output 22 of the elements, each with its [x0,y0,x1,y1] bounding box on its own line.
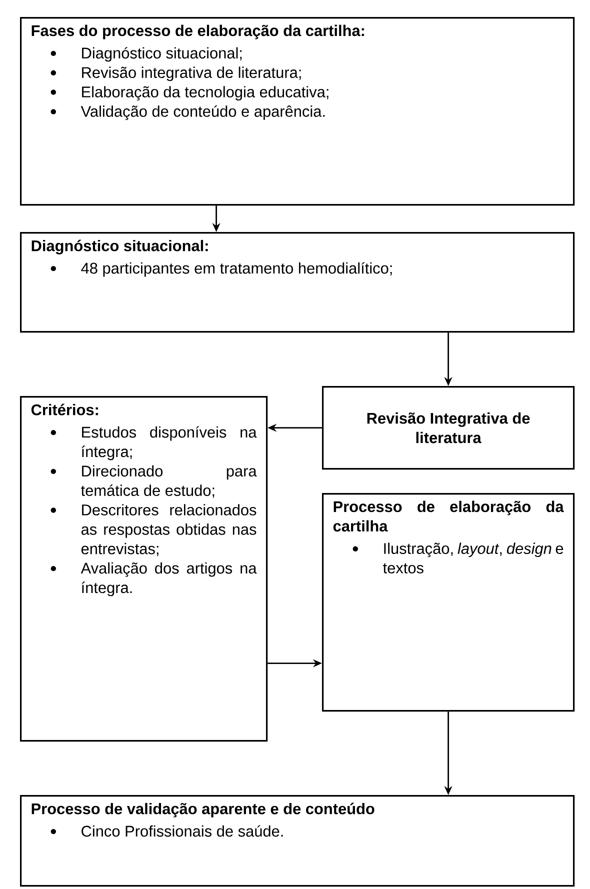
bullet-item: Diagnóstico situacional; [82,47,242,62]
box-heading: Critérios: [31,404,98,416]
bullet-item: Direcionado para temática de estudo; [81,465,257,498]
process-box [20,17,575,206]
bullet-item: 48 participantes em tratamento hemodialítico; [81,262,392,277]
bullet-item: Estudos disponíveis na íntegra; [82,426,257,460]
bullet-item: Elaboração da tecnologia educativa; [82,86,328,101]
box-heading: Revisão Integrativa de literatura [367,412,530,444]
bullet-item: Avaliação dos artigos na íntegra. [80,562,257,596]
process-box [20,232,575,333]
bullet-item: Validação de conteúdo e aparência. [80,105,325,120]
process-box [322,386,575,470]
process-box [322,493,575,712]
bullet-item: Ilustração, layout, design e textos [383,542,564,574]
bullet-item: Revisão integrativa de literatura; [82,66,301,82]
box-heading: Processo de validação aparente e de conteúdo [32,802,374,818]
box-heading: Fases do processo de elaboração da cartilha: [32,24,364,40]
bullet-item: Cinco Profissionais de saúde. [82,825,283,837]
bullet-item: Descritores relacionados as respostas obtidas nas entrevistas; [81,504,256,556]
box-heading: Diagnóstico situacional: [32,240,208,254]
process-box [20,795,575,887]
process-box [20,396,268,742]
